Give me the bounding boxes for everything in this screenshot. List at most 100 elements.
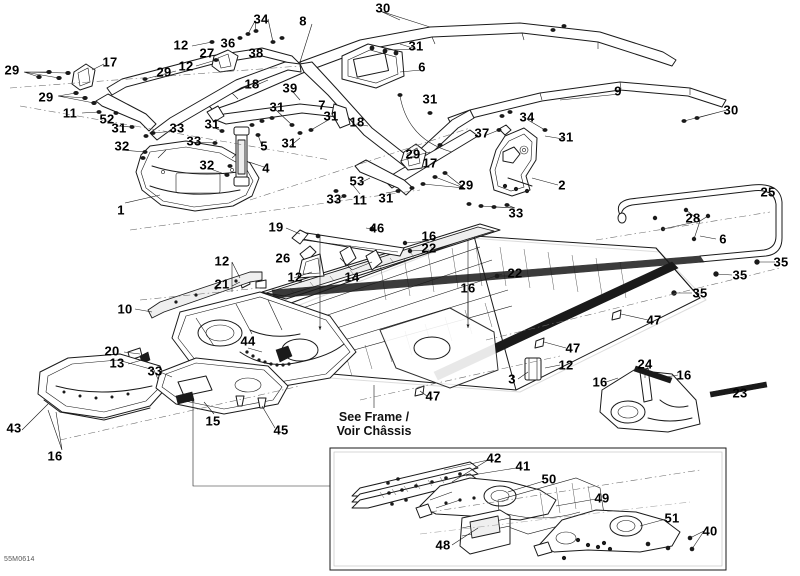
- callout-40: 40: [702, 523, 718, 539]
- right-spindle-housing: [599, 365, 701, 433]
- callout-31-c: 31: [111, 120, 127, 136]
- callout-12-d: 12: [287, 269, 303, 285]
- callout-29-e: 29: [458, 177, 474, 193]
- shock-absorber-part-4: [233, 126, 250, 187]
- center-lower-bracket: [155, 357, 289, 415]
- callout-8: 8: [299, 13, 307, 29]
- callout-45: 45: [273, 422, 289, 438]
- inset-rails: [351, 461, 479, 509]
- callout-46: 46: [369, 220, 385, 236]
- callout-35-a: 35: [773, 254, 789, 270]
- main-chassis-tunnel-group: [21, 184, 783, 487]
- callout-12: 12: [173, 37, 189, 53]
- inset-arm-part-51: [533, 509, 695, 561]
- callout-31-h: 31: [281, 135, 297, 151]
- callout-31-d: 31: [269, 99, 285, 115]
- callout-16-c: 16: [676, 367, 692, 383]
- callout-16-e: 16: [47, 448, 63, 464]
- rack-bar-assembly: [291, 226, 405, 271]
- callout-50: 50: [541, 471, 557, 487]
- callout-29-a: 29: [4, 62, 20, 78]
- callout-33-e: 33: [147, 363, 163, 379]
- callout-29-d: 29: [405, 146, 421, 162]
- bushing-part-3: [524, 357, 542, 381]
- callout-13: 13: [109, 355, 125, 371]
- callout-2: 2: [558, 177, 566, 193]
- see-frame-note: See Frame / Voir Châssis: [336, 410, 412, 438]
- front-bumper-part-1: [135, 140, 260, 212]
- callout-34-b: 34: [519, 109, 535, 125]
- callout-5: 5: [260, 138, 268, 154]
- callout-21: 21: [214, 276, 230, 292]
- callout-47-b: 47: [565, 340, 581, 356]
- callout-33-c: 33: [326, 191, 342, 207]
- callout-20: 20: [104, 343, 120, 359]
- callout-44: 44: [240, 333, 256, 349]
- callout-29-c: 29: [38, 89, 54, 105]
- callout-34: 34: [253, 11, 269, 27]
- callout-19: 19: [268, 219, 284, 235]
- callout-17-b: 17: [422, 155, 438, 171]
- callout-38: 38: [248, 45, 264, 61]
- callout-11-a: 11: [62, 105, 78, 121]
- callout-33-b: 33: [186, 133, 202, 149]
- callout-37: 37: [474, 125, 490, 141]
- callout-24: 24: [637, 356, 653, 372]
- callout-18-a: 18: [244, 76, 260, 92]
- rear-chassis-fragment: [379, 307, 499, 389]
- upper-front-suspension-group: [23, 10, 728, 212]
- callout-7: 7: [318, 97, 326, 113]
- callout-36: 36: [220, 35, 236, 51]
- callout-33-a: 33: [169, 120, 185, 136]
- callout-35-c: 35: [692, 285, 708, 301]
- callout-43: 43: [6, 420, 22, 436]
- callout-10: 10: [117, 301, 133, 317]
- callout-12-c: 12: [214, 253, 230, 269]
- callout-4: 4: [262, 160, 270, 176]
- callout-12-e: 12: [558, 357, 574, 373]
- callout-17-a: 17: [102, 54, 118, 70]
- callout-29-b: 29: [156, 64, 172, 80]
- callout-49: 49: [594, 490, 610, 506]
- callout-32-a: 32: [114, 138, 130, 154]
- callout-28: 28: [685, 210, 701, 226]
- callout-25: 25: [760, 184, 776, 200]
- callout-18-b: 18: [349, 114, 365, 130]
- sheet-id-watermark: 55M0614: [4, 556, 35, 563]
- gusset-part-26: [297, 253, 325, 279]
- callout-35-b: 35: [732, 267, 748, 283]
- inset-block-part-48: [459, 509, 511, 555]
- callout-31-b: 31: [422, 91, 438, 107]
- callout-31-i: 31: [378, 190, 394, 206]
- callout-23: 23: [732, 385, 748, 401]
- callout-48: 48: [435, 537, 451, 553]
- callout-30-b: 30: [723, 102, 739, 118]
- callout-6-b: 6: [719, 231, 727, 247]
- callout-16-b: 16: [460, 280, 476, 296]
- callout-32-b: 32: [199, 157, 215, 173]
- left-bracket-part-17: [71, 63, 96, 91]
- callout-52: 52: [99, 111, 115, 127]
- callout-31-f: 31: [558, 129, 574, 145]
- callout-51: 51: [664, 510, 680, 526]
- callout-1: 1: [117, 202, 125, 218]
- callout-16-d: 16: [592, 374, 608, 390]
- centerlines: [9, 65, 781, 441]
- callout-42: 42: [486, 450, 502, 466]
- inset-detail-box: [329, 447, 727, 571]
- callout-15: 15: [205, 413, 221, 429]
- callout-22-a: 22: [421, 240, 437, 256]
- callout-31-a: 31: [408, 38, 424, 54]
- callout-30: 30: [375, 0, 391, 16]
- callout-31-e: 31: [323, 108, 339, 124]
- callout-26: 26: [275, 250, 291, 266]
- right-bracket-part-2: [489, 127, 538, 197]
- plate-part-6: [341, 43, 405, 89]
- callout-27: 27: [199, 45, 215, 61]
- bracket-part-27: [211, 49, 239, 73]
- callout-16-a: 16: [421, 228, 437, 244]
- callout-47-c: 47: [425, 388, 441, 404]
- callout-47-a: 47: [646, 312, 662, 328]
